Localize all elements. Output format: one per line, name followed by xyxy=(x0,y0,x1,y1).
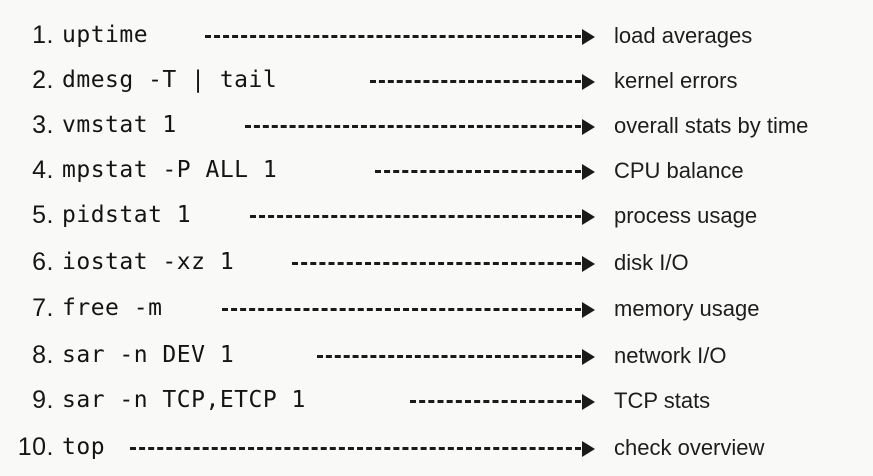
leader-arrow xyxy=(410,378,595,423)
list-item-command: top xyxy=(62,434,106,460)
list-item-command: mpstat -P ALL 1 xyxy=(62,157,278,183)
arrowhead-icon xyxy=(582,301,595,318)
list-item-index: 5. xyxy=(32,201,54,229)
list-item-index: 2. xyxy=(32,66,54,94)
list-item-description: overall stats by time xyxy=(614,113,809,138)
list-item-command: sar -n DEV 1 xyxy=(62,342,235,368)
list-item-command: iostat -xz 1 xyxy=(62,249,235,275)
list-item-index: 7. xyxy=(32,294,54,322)
dashed-line xyxy=(245,125,581,128)
list-item: 1. uptime load averages xyxy=(0,13,873,58)
list-item: 5. pidstat 1 process usage xyxy=(0,193,873,238)
list-item-index: 6. xyxy=(32,248,54,276)
arrowhead-icon xyxy=(582,255,595,272)
leader-arrow xyxy=(292,240,595,285)
list-item-description: process usage xyxy=(614,203,758,228)
arrowhead-icon xyxy=(582,163,595,180)
list-item-description: check overview xyxy=(614,435,765,460)
list-item: 3. vmstat 1 overall stats by time xyxy=(0,103,873,148)
leader-arrow xyxy=(130,425,595,470)
list-item: 9. sar -n TCP,ETCP 1 TCP stats xyxy=(0,378,873,423)
list-item-description: TCP stats xyxy=(614,388,711,413)
list-item-command: dmesg -T | tail xyxy=(62,67,278,93)
dashed-line xyxy=(292,262,581,265)
dashed-line xyxy=(410,400,581,403)
arrowhead-icon xyxy=(582,208,595,225)
list-item-description: load averages xyxy=(614,23,753,48)
leader-arrow xyxy=(222,286,595,331)
list-item-index: 3. xyxy=(32,111,54,139)
list-item: 7. free -m memory usage xyxy=(0,286,873,331)
arrowhead-icon xyxy=(582,393,595,410)
dashed-line xyxy=(370,80,581,83)
list-item-command: vmstat 1 xyxy=(62,112,177,138)
list-item-command: free -m xyxy=(62,295,163,321)
leader-arrow xyxy=(250,193,595,238)
list-item-description: network I/O xyxy=(614,343,727,368)
arrowhead-icon xyxy=(582,73,595,90)
leader-arrow xyxy=(317,333,595,378)
leader-arrow xyxy=(245,103,595,148)
list-item-command: sar -n TCP,ETCP 1 xyxy=(62,387,306,413)
dashed-line xyxy=(250,215,581,218)
list-item-index: 8. xyxy=(32,341,54,369)
list-item: 2. dmesg -T | tail kernel errors xyxy=(0,58,873,103)
leader-arrow xyxy=(370,58,595,103)
list-item: 6. iostat -xz 1 disk I/O xyxy=(0,240,873,285)
list-item-description: kernel errors xyxy=(614,68,738,93)
list-item-description: disk I/O xyxy=(614,250,689,275)
arrowhead-icon xyxy=(582,28,595,45)
arrowhead-icon xyxy=(582,348,595,365)
list-item-index: 9. xyxy=(32,386,54,414)
dashed-line xyxy=(375,170,581,173)
dashed-line xyxy=(317,355,581,358)
arrowhead-icon xyxy=(582,118,595,135)
arrowhead-icon xyxy=(582,440,595,457)
leader-arrow xyxy=(205,13,595,58)
dashed-line xyxy=(222,308,581,311)
list-item: 8. sar -n DEV 1 network I/O xyxy=(0,333,873,378)
list-item-index: 10. xyxy=(17,433,54,461)
list-item-description: CPU balance xyxy=(614,158,744,183)
dashed-line xyxy=(130,447,581,450)
list-item-command: uptime xyxy=(62,22,149,48)
list-item-command: pidstat 1 xyxy=(62,202,192,228)
list-item-description: memory usage xyxy=(614,296,760,321)
list-item: 4. mpstat -P ALL 1 CPU balance xyxy=(0,148,873,193)
dashed-line xyxy=(205,35,581,38)
list-item: 10. top check overview xyxy=(0,425,873,470)
list-item-index: 1. xyxy=(32,21,54,49)
list-item-index: 4. xyxy=(32,156,54,184)
leader-arrow xyxy=(375,148,595,193)
